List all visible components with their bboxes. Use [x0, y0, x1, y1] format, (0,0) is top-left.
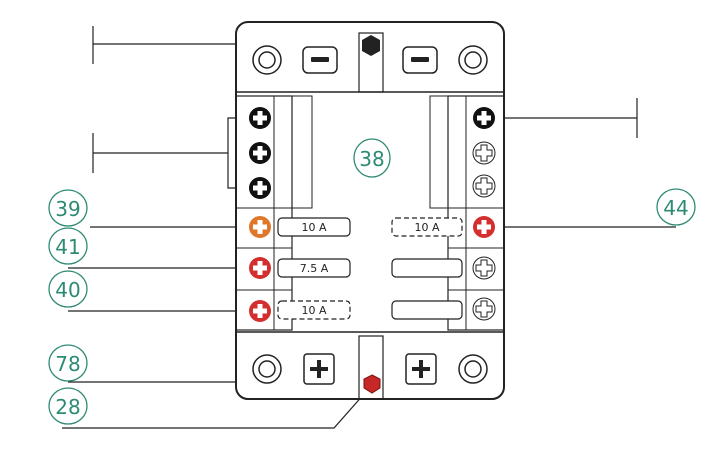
callout-bubble-41 — [48, 227, 88, 265]
callout-44: 44 — [663, 196, 688, 220]
mounting-hole-icon — [252, 45, 282, 75]
callout-bubble-38 — [353, 138, 391, 178]
callout-41: 41 — [55, 235, 80, 259]
black-cross-terminal-icon — [249, 107, 271, 129]
right-terminal-strip — [447, 95, 505, 331]
fuse-label-right-top: 10 A — [414, 221, 439, 234]
minus-icon — [302, 46, 338, 74]
callout-40: 40 — [55, 278, 80, 302]
hex-nut-icon — [362, 35, 380, 56]
black-cross-terminal-icon — [473, 107, 495, 129]
inner-bus-outline-right — [429, 95, 448, 209]
black-cross-terminal-icon — [249, 177, 271, 199]
red-cross-terminal-icon — [249, 257, 271, 279]
fuse-slot-right-top — [391, 217, 463, 237]
fuse-label-left-mid: 7.5 A — [300, 262, 329, 275]
fuse-slots: 10 A 7.5 A 10 A 10 A — [277, 217, 463, 320]
black-cross-terminal-icon — [249, 142, 271, 164]
mounting-hole-icon — [458, 45, 488, 75]
fuse-box-housing — [235, 21, 505, 400]
plus-icon — [405, 353, 437, 385]
minus-icon — [402, 46, 438, 74]
housing-outline — [235, 21, 505, 400]
fuse-slot-right-mid — [391, 258, 463, 278]
callout-bubble-78 — [48, 344, 88, 382]
mounting-hole-icon — [252, 354, 282, 384]
fuse-label-left-top: 10 A — [301, 221, 326, 234]
callout-bubble-28 — [48, 387, 88, 425]
left-terminals — [249, 107, 271, 322]
bottom-bus-strip — [358, 335, 384, 400]
callout-39: 39 — [55, 197, 80, 221]
mounting-hole-icon — [458, 354, 488, 384]
callout-78: 78 — [55, 352, 80, 376]
callout-28: 28 — [55, 395, 80, 419]
fuse-slot-left-bottom — [277, 300, 351, 320]
callout-bubble-39 — [48, 189, 88, 227]
inner-bus-outline — [292, 95, 313, 209]
red-hex-nut-icon — [363, 374, 381, 394]
fuse-slot-right-bottom — [391, 300, 463, 320]
callout-bubble-44 — [656, 188, 696, 226]
fuse-slot-left-top — [277, 217, 351, 237]
cross-screw-icon — [472, 297, 496, 321]
callout-labels: 38 39 41 40 44 78 28 — [55, 147, 688, 419]
red-cross-terminal-icon — [249, 300, 271, 322]
cross-screw-icon — [472, 256, 496, 280]
plus-icon — [303, 353, 335, 385]
callout-38: 38 — [359, 147, 384, 171]
red-cross-terminal-icon — [473, 216, 495, 238]
callout-bubble-40 — [48, 270, 88, 308]
top-bus-strip — [358, 32, 384, 93]
orange-cross-terminal-icon — [249, 216, 271, 238]
right-terminals — [472, 107, 496, 321]
fuse-label-left-bottom: 10 A — [301, 304, 326, 317]
callouts — [48, 138, 696, 425]
cross-screw-icon — [472, 174, 496, 198]
cross-screw-icon — [472, 141, 496, 165]
left-terminal-strip — [235, 95, 293, 331]
bottom-terminals — [252, 353, 488, 394]
top-terminals — [252, 35, 488, 75]
fuse-slot-left-mid — [277, 258, 351, 278]
